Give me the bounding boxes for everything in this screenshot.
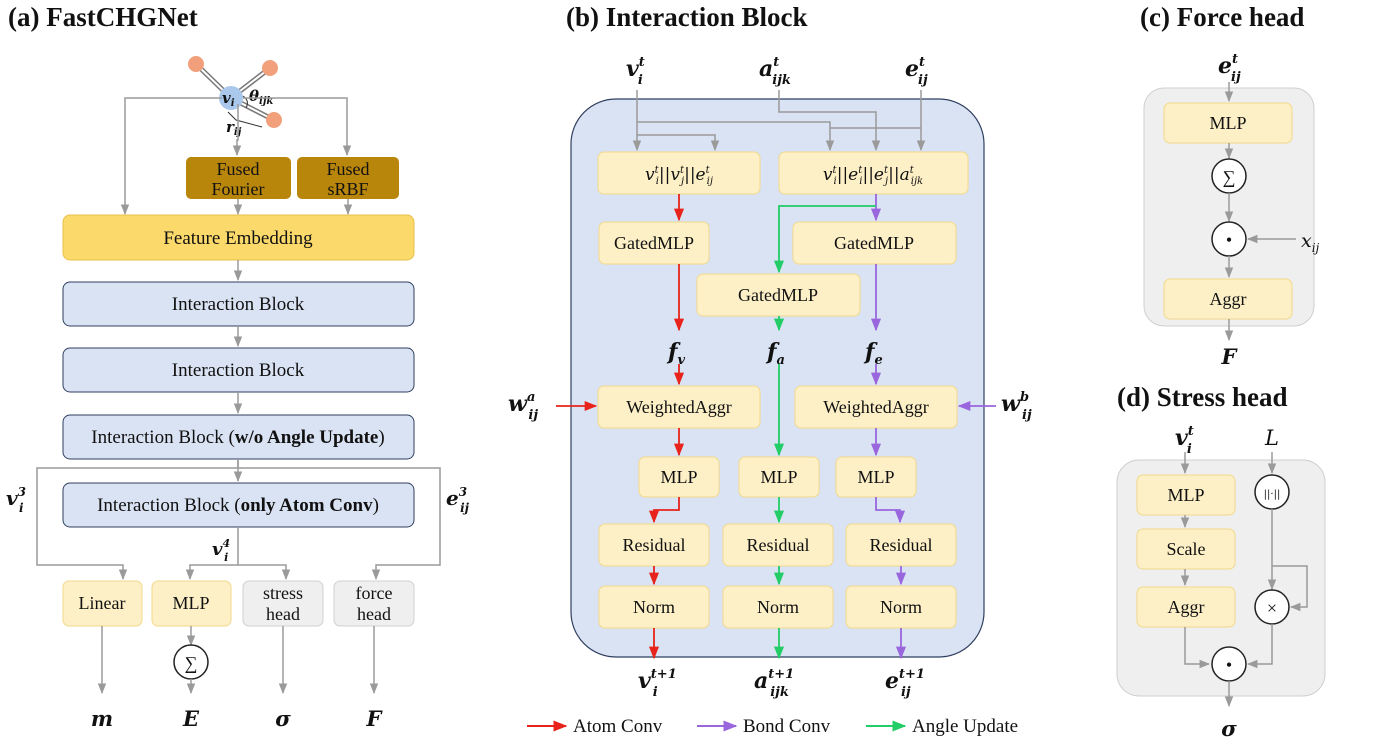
mlp-atom-label: MLP [660, 467, 697, 487]
force-output: F [1221, 344, 1239, 369]
force-mlp-box [1163, 102, 1293, 144]
stress-aggr-box [1136, 586, 1236, 628]
stress-mlp-box [1136, 474, 1236, 516]
norm-angle-label: Norm [757, 597, 799, 617]
gatedmlp-atom [598, 221, 710, 265]
norm-bond-label: Norm [880, 597, 922, 617]
feature-fv: fv [666, 339, 685, 368]
force-aggr-box [1163, 278, 1293, 320]
times-symbol: × [1267, 598, 1277, 618]
fused-fourier-line2: Fourier [212, 179, 265, 199]
residual-angle-label: Residual [747, 535, 810, 555]
feature-fa: fa [765, 339, 785, 368]
output-sigma: σ [275, 706, 291, 731]
force-head-line1: force [356, 583, 393, 603]
stress-head-frame [1116, 459, 1326, 697]
gatedmlp-atom-label: GatedMLP [614, 233, 694, 253]
output-e: E [182, 706, 200, 731]
panel-a-title: (a) FastCHGNet [8, 2, 198, 32]
force-aggr-label: Aggr [1210, 289, 1247, 309]
fused-srbf-line2: sRBF [327, 179, 368, 199]
interaction-block-4-label: Interaction Block (only Atom Conv) [97, 495, 379, 516]
legend-atom-label: Atom Conv [573, 716, 663, 737]
angle-label: θijk [249, 87, 273, 107]
output-f: F [366, 706, 384, 731]
norm-angle [722, 585, 834, 629]
stress-scale-label: Scale [1167, 539, 1206, 559]
feature-fe: fe [863, 339, 883, 368]
force-dot-symbol: • [1226, 230, 1232, 250]
sum-symbol: ∑ [185, 653, 198, 673]
stress-head-line2: head [266, 604, 300, 624]
panel-b-title: (b) Interaction Block [566, 2, 807, 32]
gatedmlp-angle-label: GatedMLP [738, 285, 818, 305]
stress-dot-symbol: • [1226, 655, 1232, 675]
feature-embedding-label: Feature Embedding [163, 228, 313, 249]
stress-mlp-label: MLP [1167, 485, 1204, 505]
stress-scale-box [1136, 528, 1236, 570]
linear-head-label: Linear [79, 593, 126, 613]
norm-symbol: ||·|| [1264, 489, 1281, 500]
mlp-angle-label: MLP [760, 467, 797, 487]
weighted-aggr-bond-label: WeightedAggr [823, 397, 929, 417]
residual-atom-label: Residual [623, 535, 686, 555]
legend: Atom Conv Bond Conv Angle Update [527, 716, 1018, 737]
fused-fourier-line1: Fused [216, 159, 259, 179]
interaction-block-1-label: Interaction Block [172, 294, 305, 315]
stress-head-line1: stress [263, 583, 303, 603]
weighted-aggr-atom-label: WeightedAggr [626, 397, 732, 417]
panel-d-title: (d) Stress head [1117, 382, 1288, 412]
output-m: m [91, 706, 113, 731]
concat-right-box [778, 151, 969, 195]
fused-fourier-box [186, 157, 291, 199]
fused-srbf-line1: Fused [326, 159, 369, 179]
force-side-input: xij [1301, 230, 1320, 255]
gatedmlp-bond [792, 221, 957, 265]
mlp-head-label: MLP [172, 593, 209, 613]
stress-input-l: L [1264, 426, 1279, 450]
stress-aggr-label: Aggr [1168, 597, 1205, 617]
force-mlp-label: MLP [1209, 113, 1246, 133]
force-sum-symbol: ∑ [1223, 167, 1236, 187]
residual-angle [722, 523, 834, 567]
legend-angle-label: Angle Update [912, 716, 1018, 737]
panel-a: (a) FastCHGNet vi θijk rij Fused Fourier [6, 2, 470, 731]
interaction-block-3-label: Interaction Block (w/o Angle Update) [91, 427, 384, 448]
legend-bond-label: Bond Conv [743, 716, 831, 737]
gatedmlp-bond-label: GatedMLP [834, 233, 914, 253]
atom-center-label: vi [222, 89, 235, 109]
norm-atom-label: Norm [633, 597, 675, 617]
mlp-bond-label: MLP [857, 467, 894, 487]
force-head-line2: head [357, 604, 391, 624]
interaction-block-2-label: Interaction Block [172, 360, 305, 381]
fused-srbf-box [297, 157, 399, 199]
panel-c-title: (c) Force head [1140, 2, 1304, 32]
residual-bond-label: Residual [870, 535, 933, 555]
molecule-icon [188, 56, 282, 128]
stress-output: σ [1221, 716, 1237, 741]
